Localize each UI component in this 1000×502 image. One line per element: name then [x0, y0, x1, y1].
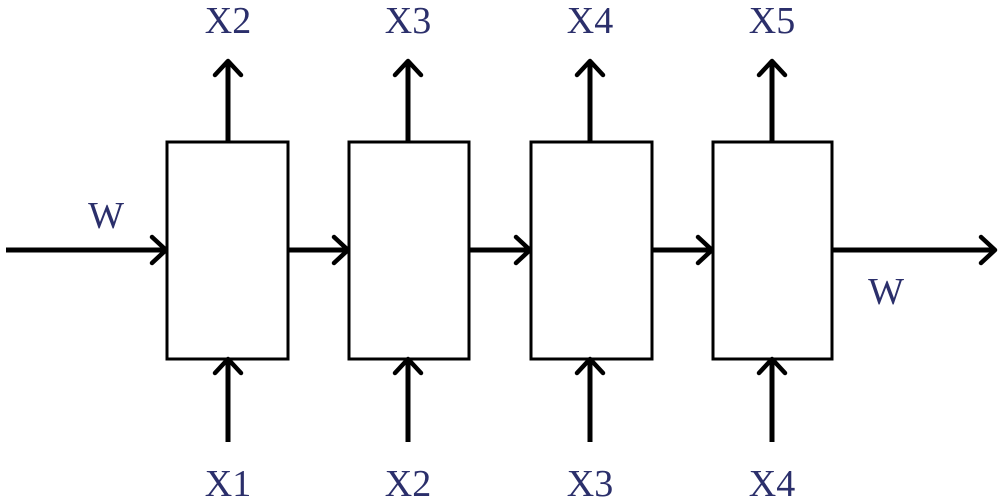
stage-4-top-arrow	[756, 58, 788, 142]
top-label-3: X4	[567, 0, 613, 42]
stage-3-box	[529, 140, 654, 361]
outlet-w-arrow	[832, 234, 998, 266]
stage-1-to-2-arrow	[288, 234, 351, 266]
stage-3-top-arrow	[574, 58, 606, 142]
outlet-w-label: W	[868, 271, 904, 313]
top-label-1: X2	[205, 0, 251, 42]
stage-1-bottom-arrow	[212, 356, 244, 442]
bottom-label-4: X4	[749, 463, 795, 502]
top-label-2: X3	[385, 0, 431, 42]
stage-4-bottom-arrow	[756, 356, 788, 442]
stage-3-to-4-arrow	[652, 234, 715, 266]
stage-4-box	[711, 140, 834, 361]
inlet-w-arrow	[6, 234, 169, 266]
inlet-w-label: W	[88, 195, 124, 237]
bottom-label-2: X2	[385, 463, 431, 502]
stage-3-bottom-arrow	[574, 356, 606, 442]
stage-2-top-arrow	[392, 58, 424, 142]
stage-1-box	[165, 140, 290, 361]
top-label-4: X5	[749, 0, 795, 42]
bottom-label-3: X3	[567, 463, 613, 502]
bottom-label-1: X1	[205, 463, 251, 502]
stage-1-top-arrow	[212, 58, 244, 142]
stage-2-to-3-arrow	[469, 234, 533, 266]
stage-2-box	[347, 140, 471, 361]
stage-2-bottom-arrow	[392, 356, 424, 442]
